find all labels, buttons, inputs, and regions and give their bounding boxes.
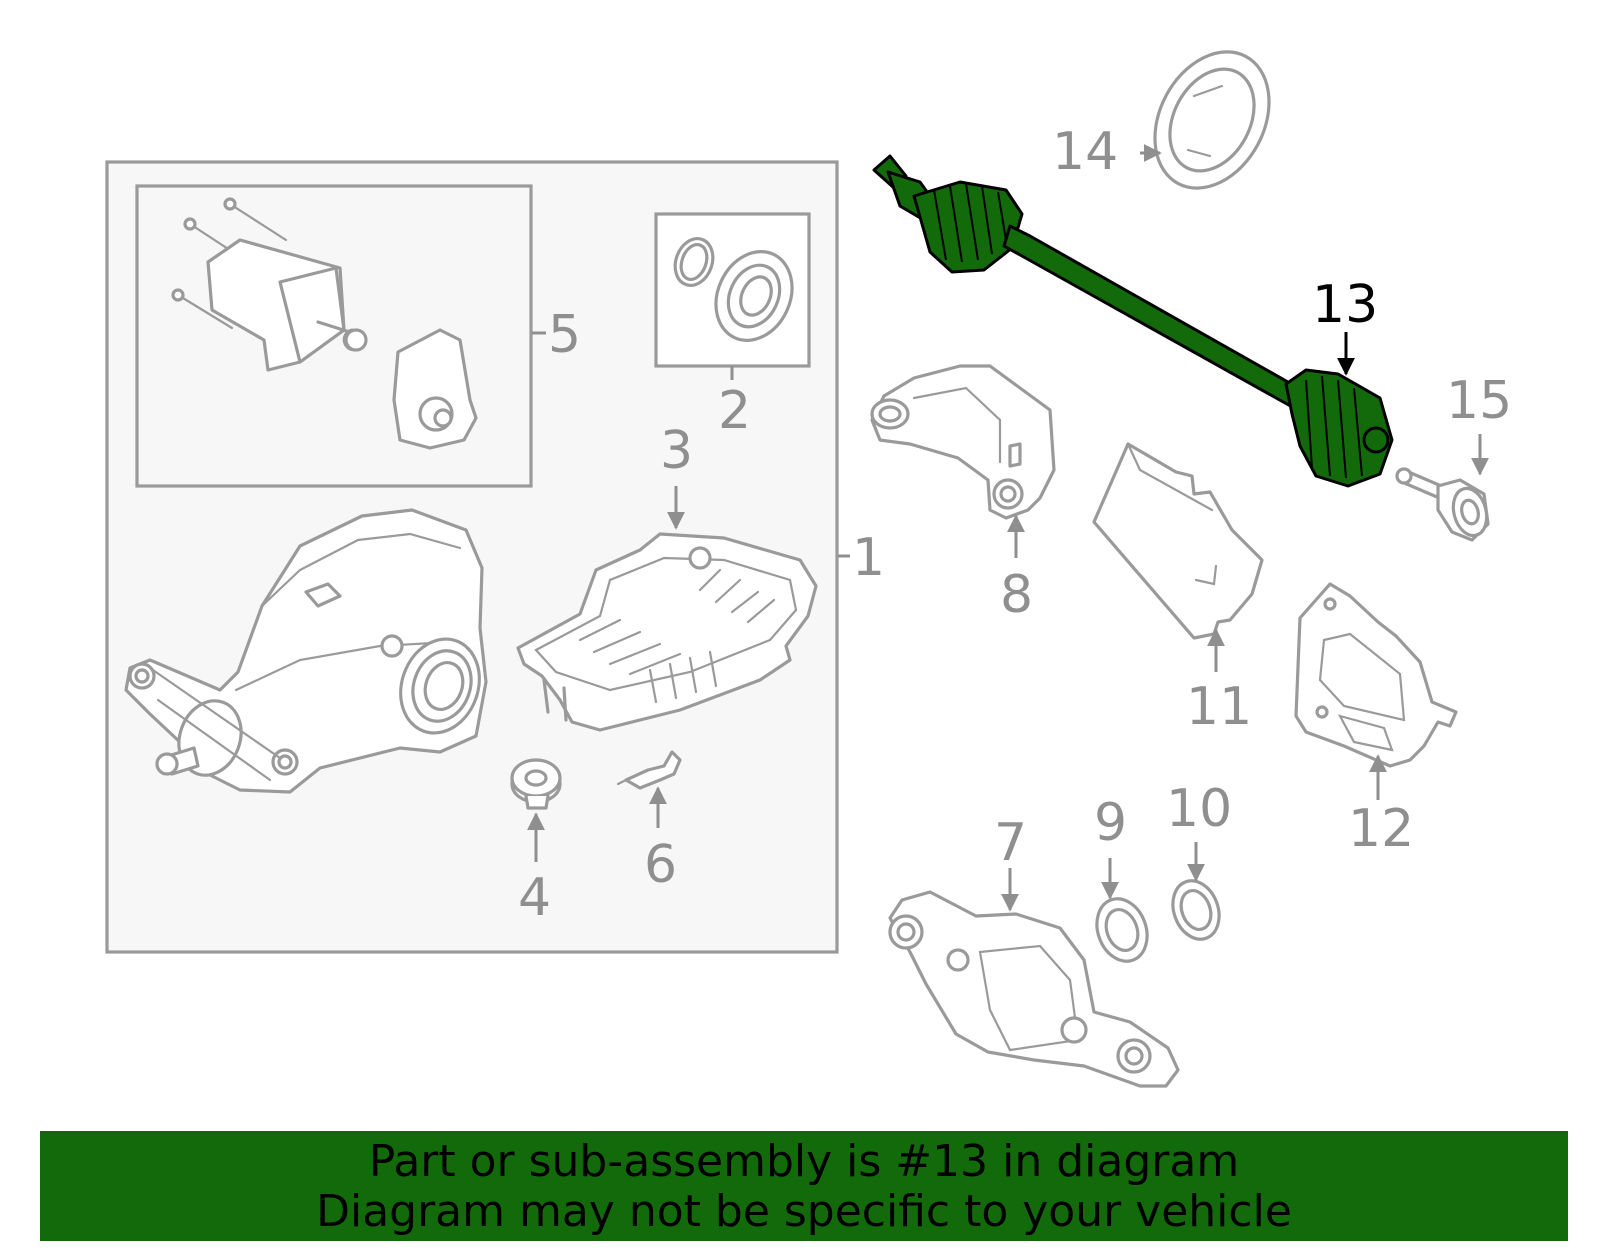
callout-14: 14: [1052, 122, 1118, 182]
part-12-bracket: [1294, 582, 1458, 768]
callout-9: 9: [1094, 793, 1127, 853]
part-6-vent: [616, 750, 682, 790]
callout-2: 2: [718, 381, 751, 441]
callout-11: 11: [1186, 677, 1252, 737]
callout-5: 5: [548, 305, 581, 365]
part-14-dust-shield: [1153, 50, 1271, 190]
callout-12: 12: [1348, 799, 1414, 859]
callout-1: 1: [852, 528, 885, 588]
part-3-cover: [516, 532, 818, 732]
banner-line-2: Diagram may not be specific to your vehi…: [316, 1186, 1292, 1237]
part-10-washer: [1171, 879, 1221, 941]
callout-labels: 1 2 3 4 5 6 7 8 9 10 11 12 13 14 15: [518, 122, 1512, 928]
part-7-mount: [888, 890, 1180, 1088]
part-4-grommet: [510, 758, 562, 810]
part-5-actuator: [171, 197, 478, 450]
callout-8: 8: [1000, 565, 1033, 625]
callout-13: 13: [1312, 275, 1378, 335]
part-9-washer: [1095, 897, 1149, 963]
leader-lines: [527, 144, 1489, 912]
callout-7: 7: [994, 813, 1027, 873]
part-15-bolt: [1395, 467, 1490, 542]
part-13-axle-shaft: [872, 154, 1394, 488]
callout-3: 3: [660, 421, 693, 481]
part-2-seals: [673, 237, 794, 342]
callout-6: 6: [644, 835, 677, 895]
callout-10: 10: [1166, 779, 1232, 839]
part-1-differential-housing: [124, 508, 488, 794]
info-banner: Part or sub-assembly is #13 in diagram D…: [40, 1131, 1568, 1241]
part-11-plate: [1092, 442, 1264, 640]
callout-15: 15: [1446, 371, 1512, 431]
banner-line-1: Part or sub-assembly is #13 in diagram: [368, 1136, 1240, 1187]
part-8-mount: [870, 364, 1056, 520]
callout-4: 4: [518, 868, 551, 928]
